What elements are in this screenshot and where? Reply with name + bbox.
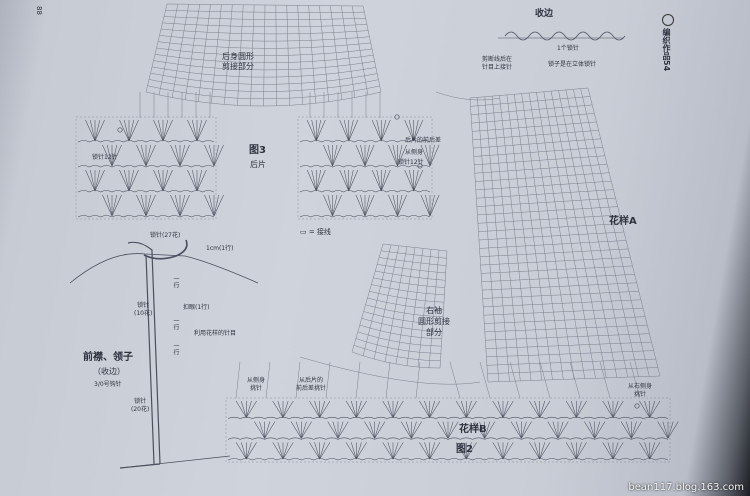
fig3-title: 图3: [249, 145, 266, 156]
back-yoke-label: 后身圆形 剪接部分: [222, 52, 254, 72]
edge-note-right: 锁子是在立体锁针: [548, 61, 597, 68]
flower-logo-icon: [662, 14, 674, 26]
sleeve-arc: [299, 356, 481, 385]
chain-20-label: 锁针 (20花): [131, 398, 150, 413]
front-sub: （收边）: [93, 367, 125, 376]
join-legend: ▭ = 接线: [300, 228, 331, 236]
fig3-right-fans: [297, 116, 440, 220]
back-front-diff: 后片的前后差: [405, 137, 442, 144]
from-right-label: 从右侧身 挑针: [628, 383, 653, 398]
right-sleeve-grid: [351, 243, 448, 369]
from-side-label: 从侧身 挑针: [247, 377, 266, 392]
chain-27-label: 锁针(27花): [150, 232, 181, 239]
buttonhole-label: 扣眼(1行): [183, 304, 210, 311]
right-sleeve-label: 右袖 圆形剪接 部分: [418, 306, 450, 337]
row-one-b: 一行: [172, 318, 179, 330]
row-one-a: 一行: [172, 276, 179, 288]
pattern-a-label: 花样A: [609, 216, 637, 227]
placket-edge: [127, 241, 161, 465]
edge-one-chain: 1个锁针: [557, 45, 579, 52]
series-label: 编织作品54: [662, 28, 671, 72]
front-title: 前襟、领子: [83, 352, 133, 363]
neck-edge: [143, 239, 188, 260]
edge-title: 收边: [535, 9, 554, 19]
pattern-b-label: 花样B: [459, 424, 487, 435]
marker-0: [117, 127, 123, 133]
row-one-c: 一行: [172, 343, 179, 355]
edge-chain-diagram: [504, 31, 626, 41]
one-cm-label: 1cm(1行): [206, 245, 234, 252]
fig3-chain-left: 锁针12针: [92, 154, 118, 161]
hook-label: 3/0号钩针: [94, 381, 122, 388]
marker-1: [394, 114, 400, 120]
fig3-subtitle: 后片: [250, 160, 266, 169]
chain-10-label: 锁针 (10花): [134, 302, 153, 317]
from-back-label: 从后片的 前后差挑针: [296, 377, 327, 392]
marker-3: [634, 403, 640, 409]
use-pattern-label: 利用花样的针目: [194, 330, 237, 337]
collar-curve: [69, 253, 259, 284]
pattern-a-grid: [469, 87, 661, 383]
fig2-title: 图2: [456, 444, 473, 455]
fig3-chain-right: 锁针12针: [398, 159, 424, 166]
pattern-a-top-arc: [435, 91, 501, 101]
page-number: 88: [35, 6, 43, 15]
fig3-side-body: 从侧身: [405, 149, 424, 156]
edge-note-left: 剪断线后在 针目上接针: [482, 56, 513, 71]
back-yoke-grid: [145, 3, 382, 107]
fig2-fans: [225, 397, 679, 463]
fig3-left-fans: [75, 116, 224, 220]
watermark: bean117.blog.163.com: [628, 482, 744, 493]
marker-2: [417, 163, 423, 169]
